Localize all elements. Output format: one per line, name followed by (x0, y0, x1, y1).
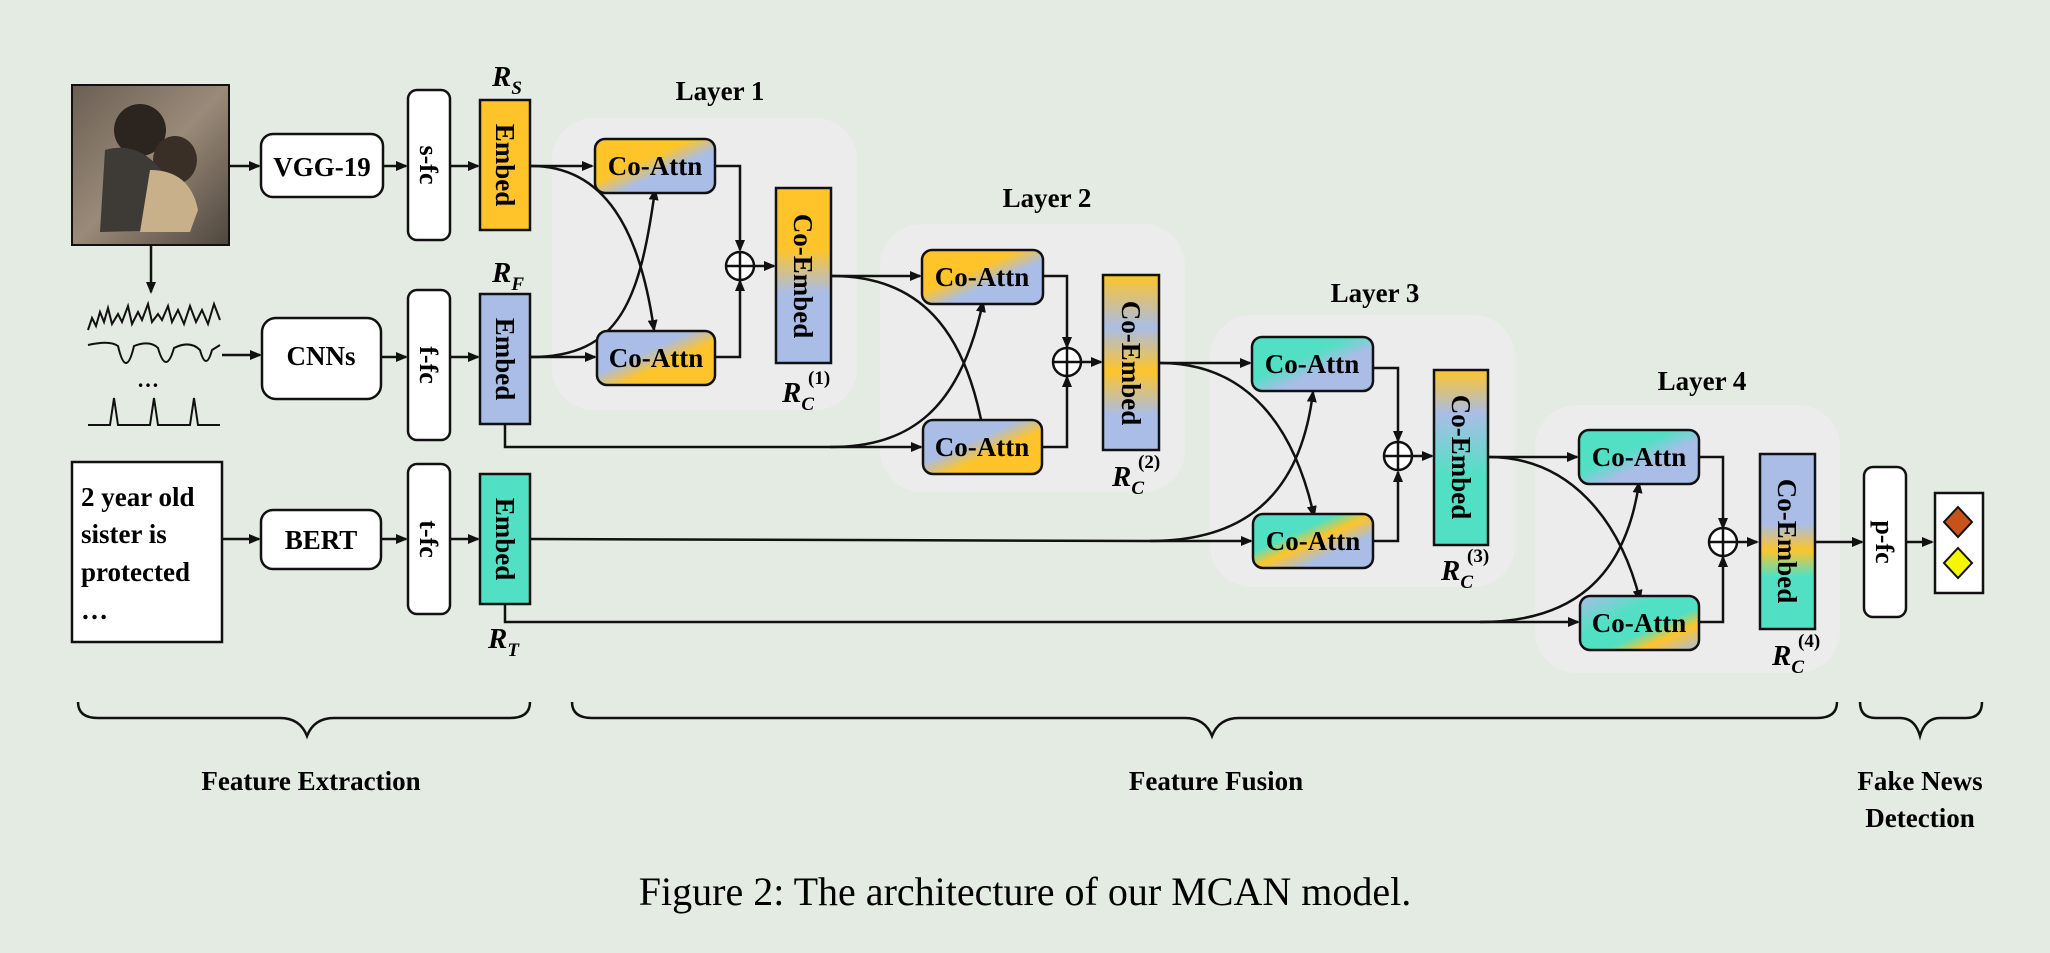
text-input-line-3: protected (81, 557, 190, 587)
p-fc-label: p-fc (1870, 520, 1899, 563)
f-fc-label: f-fc (414, 346, 443, 384)
coembed-l1-label: Co-Embed (788, 214, 818, 339)
section-fake-news-line-1: Fake News (1857, 766, 1982, 796)
coattn-l2-bottom-label: Co-Attn (935, 432, 1030, 462)
section-feature-fusion: Feature Fusion (1129, 766, 1303, 796)
r-s-label: RS (491, 61, 522, 99)
coembed-l1 (774, 186, 833, 365)
coattn-l1-top (593, 137, 717, 195)
frequency-waveforms (87, 300, 221, 426)
text-input-line-4: … (81, 595, 108, 625)
section-braces (76, 701, 1984, 741)
vgg19-label: VGG-19 (273, 152, 371, 182)
p-fc-block (1862, 465, 1908, 619)
embed-text-label: Embed (490, 498, 520, 581)
coattn-l4-top (1577, 428, 1701, 486)
coattn-l1-bottom-label: Co-Attn (609, 343, 704, 373)
bert-encoder (259, 508, 383, 571)
s-fc-label: s-fc (414, 146, 443, 185)
text-input-line-2: sister is (81, 519, 167, 549)
t-fc-block (406, 462, 452, 616)
embed-spatial (478, 98, 532, 232)
coembed-l4 (1758, 452, 1817, 631)
coembed-l2 (1101, 273, 1161, 452)
section-fake-news-line-2: Detection (1865, 803, 1974, 833)
coattn-l3-top-label: Co-Attn (1265, 349, 1360, 379)
bert-label: BERT (285, 525, 358, 555)
frequency-ellipsis: … (137, 367, 159, 392)
coattn-l1-bottom (595, 329, 717, 387)
t-fc-label: t-fc (414, 520, 443, 558)
section-feature-extraction: Feature Extraction (201, 766, 420, 796)
r-f-label: RF (491, 257, 524, 295)
text-input-box (70, 460, 224, 644)
coattn-l4-top-label: Co-Attn (1592, 442, 1687, 472)
coattn-l3-bottom (1251, 512, 1375, 570)
layer-3-title: Layer 3 (1331, 278, 1420, 308)
connections (503, 161, 1934, 627)
cnns-label: CNNs (286, 341, 355, 371)
coembed-l3 (1432, 368, 1490, 547)
coembed-l3-label: Co-Embed (1446, 395, 1476, 520)
s-fc-block (406, 88, 452, 242)
vgg19-encoder (259, 132, 385, 199)
r-c3-label: RC(3) (1440, 546, 1489, 593)
output-fake-diamond (1942, 505, 1974, 539)
coattn-l2-bottom (921, 418, 1044, 476)
coattn-l3-bottom-label: Co-Attn (1266, 526, 1361, 556)
r-c4-label: RC(4) (1771, 631, 1820, 678)
r-c1-label: RC(1) (781, 368, 830, 415)
r-c2-label: RC(2) (1111, 452, 1160, 499)
plus-circles (724, 250, 1739, 558)
r-t-label: RT (487, 623, 520, 661)
coattn-l4-bottom (1578, 594, 1701, 652)
coattn-l3-top (1250, 335, 1375, 393)
layer-4-title: Layer 4 (1658, 366, 1747, 396)
figure-caption: Figure 2: The architecture of our MCAN m… (639, 869, 1411, 914)
layer-2-title: Layer 2 (1003, 183, 1092, 213)
coembed-l4-label: Co-Embed (1772, 479, 1802, 604)
coattn-l4-bottom-label: Co-Attn (1592, 608, 1687, 638)
f-fc-block (406, 288, 452, 442)
layer-1-title: Layer 1 (676, 76, 765, 106)
embed-frequency (478, 292, 532, 426)
embed-spatial-label: Embed (490, 124, 520, 207)
output-real-diamond (1942, 546, 1974, 580)
coattn-l1-top-label: Co-Attn (608, 151, 703, 181)
coattn-l2-top (920, 248, 1045, 306)
text-input-line-1: 2 year old (81, 482, 195, 512)
coembed-l2-label: Co-Embed (1116, 301, 1146, 426)
input-image (71, 84, 230, 246)
embed-frequency-label: Embed (490, 318, 520, 401)
cnns-encoder (260, 316, 383, 401)
coattn-l2-top-label: Co-Attn (935, 262, 1030, 292)
